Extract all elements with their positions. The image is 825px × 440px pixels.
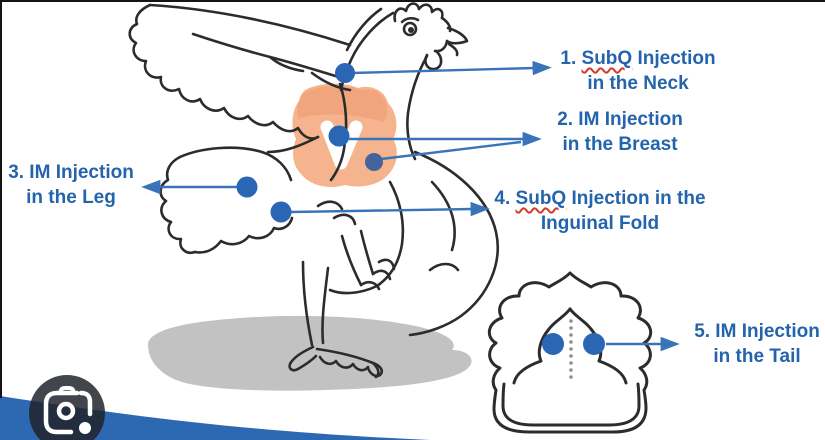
label-tail-line2: in the Tail (713, 346, 801, 367)
chicken-eye (402, 21, 418, 37)
chicken-illustration (128, 2, 499, 379)
chicken-beak (445, 26, 469, 45)
injection-pointers (141, 60, 680, 355)
label-breast-line1: 2. IM Injection (557, 109, 683, 130)
chicken-thigh (178, 146, 293, 182)
label-neck-injection: 1. SubQ Injection in the Neck (548, 46, 728, 96)
chicken-wattle (424, 49, 443, 71)
label-neck-line2: in the Neck (587, 73, 689, 94)
label-breast-line2: in the Breast (562, 134, 678, 155)
label-leg-line2: in the Leg (26, 187, 116, 208)
arrow-to-inguinal-label (290, 201, 490, 217)
label-inguinal-line2: Inguinal Fold (540, 213, 660, 234)
top-edge-line (0, 0, 825, 2)
tail-rear-view-illustration (487, 271, 653, 434)
label-neck-line1: 1. SubQ Injection (560, 48, 716, 69)
google-lens-camera-icon (43, 386, 93, 435)
lens-button[interactable] (29, 375, 105, 440)
label-tail-injection: 5. IM Injection in the Tail (690, 319, 824, 369)
chicken-flank (408, 150, 499, 337)
tail-midline-dotted (569, 319, 573, 379)
blue-band (0, 396, 430, 440)
chicken-tail-fluff (159, 155, 197, 254)
chicken-back-leg (340, 234, 363, 287)
arrow-to-neck-label (351, 60, 552, 76)
label-leg-line1: 3. IM Injection (8, 162, 134, 183)
inguinal-fold-injection-site-dot (270, 201, 292, 223)
breast-injection-site-dot (328, 125, 350, 147)
left-edge-line (0, 0, 2, 398)
chicken-front-foot (315, 347, 384, 378)
ground-shadow (148, 315, 472, 391)
chicken-front-leg (301, 260, 314, 347)
misspelled-word: SubQ (515, 188, 567, 209)
line-breast-secondary (380, 140, 522, 161)
label-breast-injection: 2. IM Injection in the Breast (540, 107, 700, 157)
misspelled-word: SubQ (581, 48, 633, 69)
leg-injection-site-dot (236, 176, 258, 198)
neck-injection-site-dot (335, 63, 355, 83)
label-inguinal-injection: 4. SubQ Injection in the Inguinal Fold (487, 186, 713, 236)
tail-injection-site-dot-left (542, 333, 564, 355)
chicken-comb (393, 2, 444, 23)
label-tail-line1: 5. IM Injection (694, 321, 820, 342)
label-leg-injection: 3. IM Injection in the Leg (2, 160, 140, 210)
tail-injection-site-dot-right (583, 333, 605, 355)
breast-injection-site-dot-secondary (365, 153, 383, 171)
label-inguinal-line1: 4. SubQ Injection in the (494, 188, 706, 209)
chicken-wing (148, 3, 352, 47)
